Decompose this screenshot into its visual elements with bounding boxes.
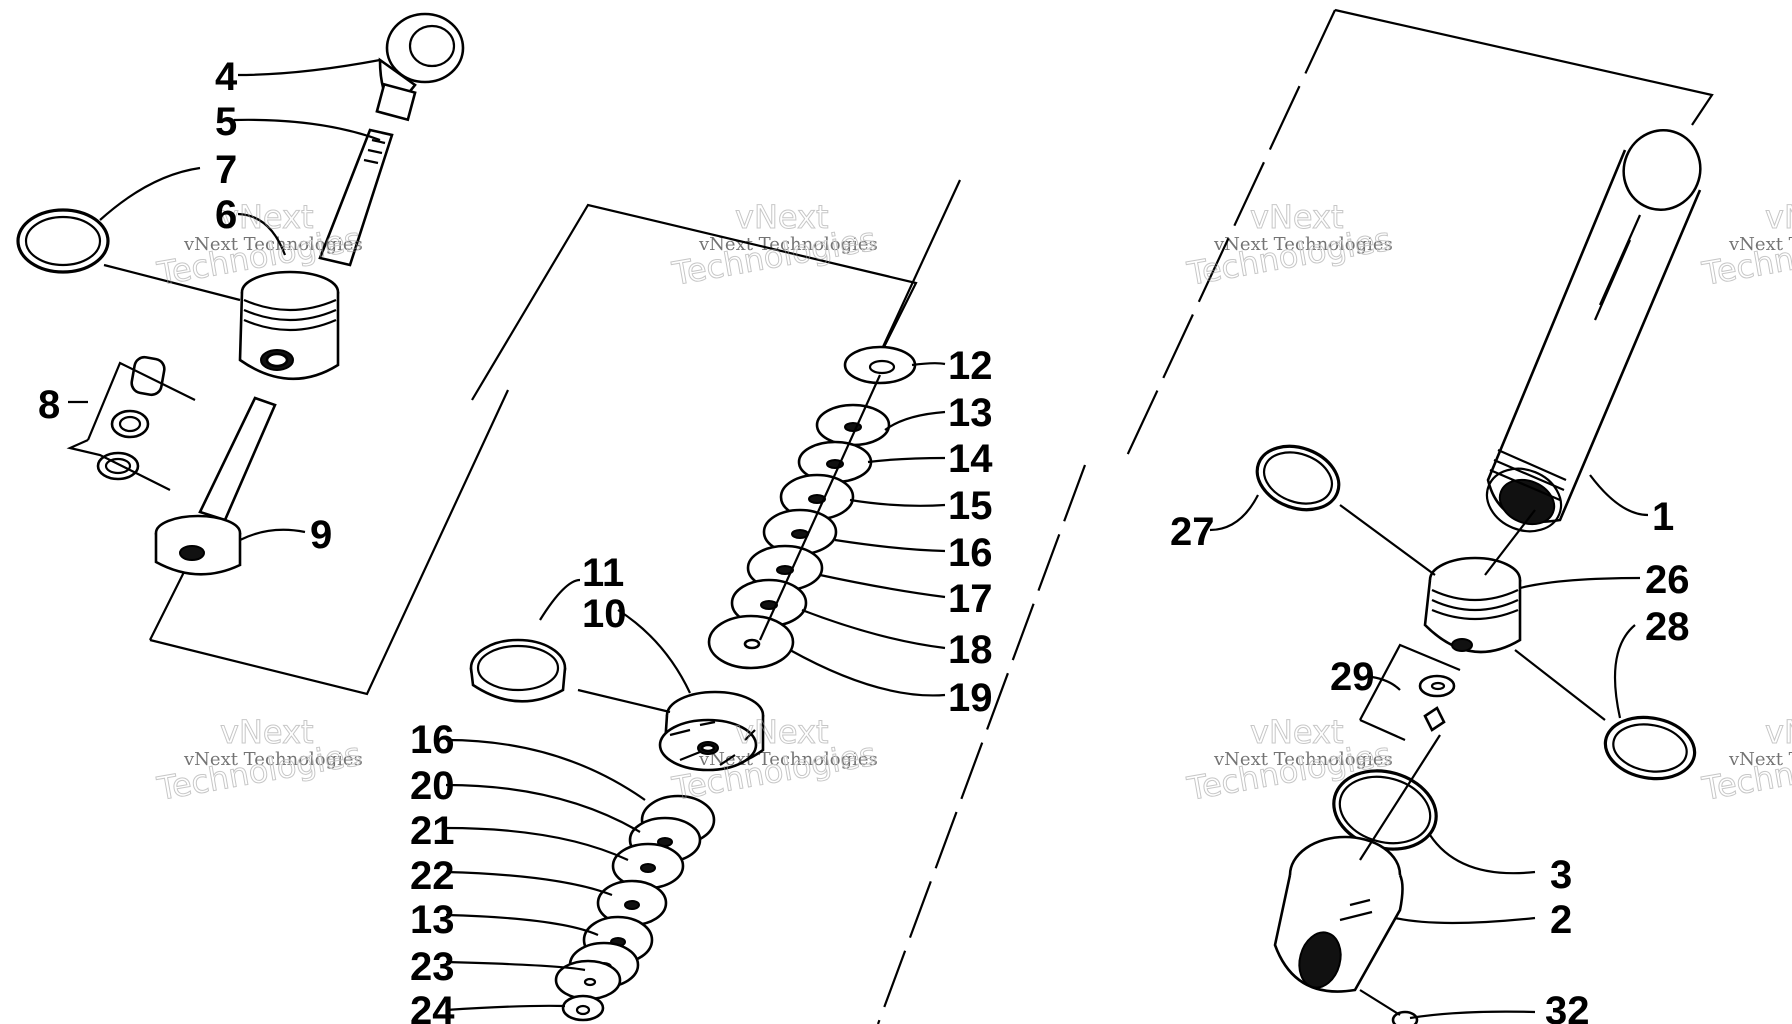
- callout-15: 15: [948, 484, 993, 528]
- callout-16b: 16: [410, 718, 455, 762]
- callout-29: 29: [1330, 655, 1375, 699]
- part-shim-stack-lower: [554, 794, 716, 1022]
- watermark-5: vNext vNext Technologies Technologies: [153, 713, 364, 809]
- watermark-text: vNext Technologies: [1728, 749, 1792, 770]
- watermark-4: vNext vNext Technologies Technologies: [1698, 198, 1792, 294]
- watermark-2: vNext vNext Technologies Technologies: [668, 198, 879, 294]
- watermark-text: vNext: [1765, 713, 1792, 751]
- part-piston-rod-9: [154, 396, 277, 576]
- callout-32: 32: [1545, 989, 1590, 1024]
- watermark-text: vNext: [735, 198, 828, 236]
- watermark-text: vNext: [220, 198, 313, 236]
- watermark-text: vNext: [735, 713, 828, 751]
- watermark-text: vNext: [220, 713, 313, 751]
- part-shaft-5: [318, 128, 394, 267]
- callout-21: 21: [410, 809, 455, 853]
- part-rod-eye-4: [375, 12, 465, 122]
- callout-6: 6: [215, 193, 237, 237]
- watermark-text: vNext: [1250, 198, 1343, 236]
- group-outline-middle: [471, 179, 1087, 1024]
- callout-9: 9: [310, 513, 332, 557]
- watermark-text: vNext Technologies: [698, 234, 878, 255]
- callout-11: 11: [582, 551, 624, 595]
- stack-axis-middle: [577, 374, 882, 714]
- part-eye-mount-2: [1273, 835, 1404, 993]
- callout-13: 13: [948, 391, 993, 435]
- callout-18: 18: [948, 628, 993, 672]
- callout-19: 19: [948, 676, 993, 720]
- watermark-text: vNext Technologies: [183, 234, 363, 255]
- callout-16: 16: [948, 531, 993, 575]
- part-guide-housing-6: [238, 270, 340, 381]
- watermark-text: vNext Technologies: [1213, 749, 1393, 770]
- callout-14: 14: [948, 437, 993, 481]
- leaders-right: [1209, 474, 1649, 1020]
- part-piston-ring-11: [469, 638, 567, 703]
- leaders-middle: [445, 362, 946, 1012]
- leaders-left: [68, 58, 381, 541]
- callout-20: 20: [410, 764, 455, 808]
- callout-5: 5: [215, 100, 237, 144]
- part-seal-ring-7: [16, 208, 110, 274]
- part-end-cap-26: [1423, 556, 1522, 654]
- part-cylinder-body-1: [1485, 128, 1702, 533]
- callout-3: 3: [1550, 853, 1572, 897]
- callout-13b: 13: [410, 898, 455, 942]
- callout-26: 26: [1645, 558, 1690, 602]
- watermark-text: vNext: [1765, 198, 1792, 236]
- callout-23: 23: [410, 945, 455, 989]
- callout-2: 2: [1550, 898, 1572, 942]
- callout-labels: 4 5 7 6 8 9 12 13 14 15 16 17 18 19 11 1…: [38, 55, 1690, 1024]
- callout-22: 22: [410, 854, 455, 898]
- watermark-8: vNext vNext Technologies Technologies: [1698, 713, 1792, 809]
- part-piston-10: [658, 690, 765, 772]
- callout-10: 10: [582, 592, 627, 636]
- callout-28: 28: [1645, 605, 1690, 649]
- watermark-text: vNext Technologies: [1213, 234, 1393, 255]
- part-seal-ring-28: [1603, 715, 1697, 781]
- part-screw-washer-29: [1359, 643, 1461, 742]
- callout-17: 17: [948, 577, 993, 621]
- watermark-7: vNext vNext Technologies Technologies: [1183, 713, 1394, 809]
- callout-27: 27: [1170, 510, 1215, 554]
- callout-8: 8: [38, 383, 60, 427]
- watermark-3: vNext vNext Technologies Technologies: [1183, 198, 1394, 294]
- watermark-text: vNext: [1250, 713, 1343, 751]
- watermark-text: vNext Technologies: [698, 749, 878, 770]
- part-seal-ring-27: [1255, 444, 1341, 512]
- callout-1: 1: [1652, 495, 1674, 539]
- watermark-text: vNext Technologies: [183, 749, 363, 770]
- callout-12: 12: [948, 344, 993, 388]
- stack-axis-right: [1339, 504, 1606, 1016]
- watermark-text: vNext Technologies: [1728, 234, 1792, 255]
- part-shim-stack-upper: [707, 345, 917, 670]
- callout-24: 24: [410, 989, 455, 1024]
- callout-7: 7: [215, 148, 237, 192]
- part-bushings-8: [66, 355, 196, 491]
- group-outline-right: [1124, 8, 1714, 461]
- callout-4: 4: [215, 55, 238, 99]
